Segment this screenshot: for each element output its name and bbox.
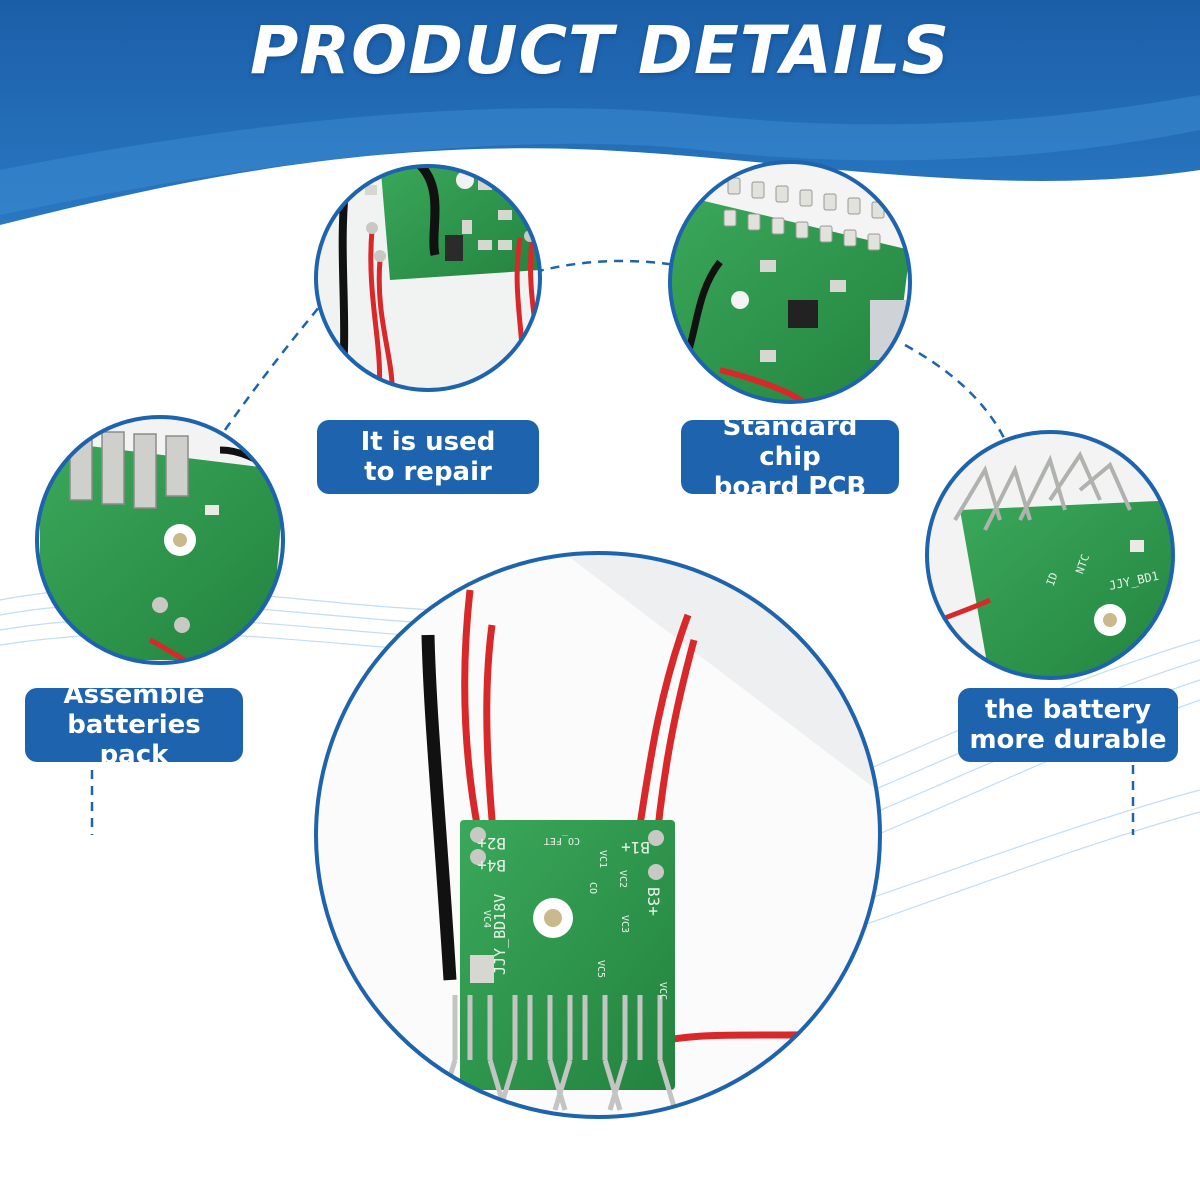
circle-border-top-right [668, 160, 912, 404]
silk-vc4: VC4 [481, 910, 492, 928]
label-standard-line1: Standard chip [722, 412, 858, 472]
label-assemble: Assemble batteries pack [25, 680, 243, 770]
photo-circle-left [37, 417, 283, 663]
label-durable-line1: the battery [984, 695, 1152, 725]
label-standard-line2: board PCB [713, 472, 867, 502]
silk-co-fet: CO_FET [544, 835, 580, 846]
circle-border-right [925, 430, 1175, 680]
silk-main-id: JJY_BD18V [491, 894, 509, 975]
label-durable: the battery more durable [958, 688, 1178, 762]
silk-vc1: VC1 [597, 850, 608, 868]
photo-circle-top-left [316, 166, 540, 390]
silk-vcc: VCC [657, 982, 668, 1000]
circle-border-main [314, 551, 882, 1119]
dashed-connectors [90, 259, 1135, 835]
silk-b4: B4+ [477, 856, 506, 875]
silk-co: CO [587, 882, 598, 894]
silk-b3: B3+ [644, 887, 663, 916]
photo-circle-top-right [670, 162, 910, 402]
circle-border-left [35, 415, 285, 665]
label-assemble-line2: batteries pack [67, 710, 201, 770]
header-swoosh [0, 95, 1200, 215]
photo-circle-main [316, 553, 880, 1117]
silk-vc2: VC2 [617, 870, 628, 888]
label-assemble-line1: Assemble [63, 680, 205, 710]
label-repair-line1: It is used [360, 427, 496, 457]
silk-b1: B1+ [621, 838, 650, 857]
silk-vc5: VC5 [595, 960, 606, 978]
page-title: PRODUCT DETAILS [249, 12, 951, 89]
label-durable-line2: more durable [969, 725, 1167, 755]
silk-ntc: NTC [1073, 552, 1092, 575]
silk-vc3: VC3 [619, 915, 630, 933]
photo-circle-right [927, 432, 1173, 678]
label-standard-chip: Standard chip board PCB [681, 412, 899, 502]
circle-border-top-left [314, 164, 542, 392]
label-repair: It is used to repair [317, 420, 539, 494]
silk-b2: B2+ [477, 834, 506, 853]
silk-id: ID [1044, 571, 1061, 588]
label-repair-line2: to repair [364, 457, 492, 487]
